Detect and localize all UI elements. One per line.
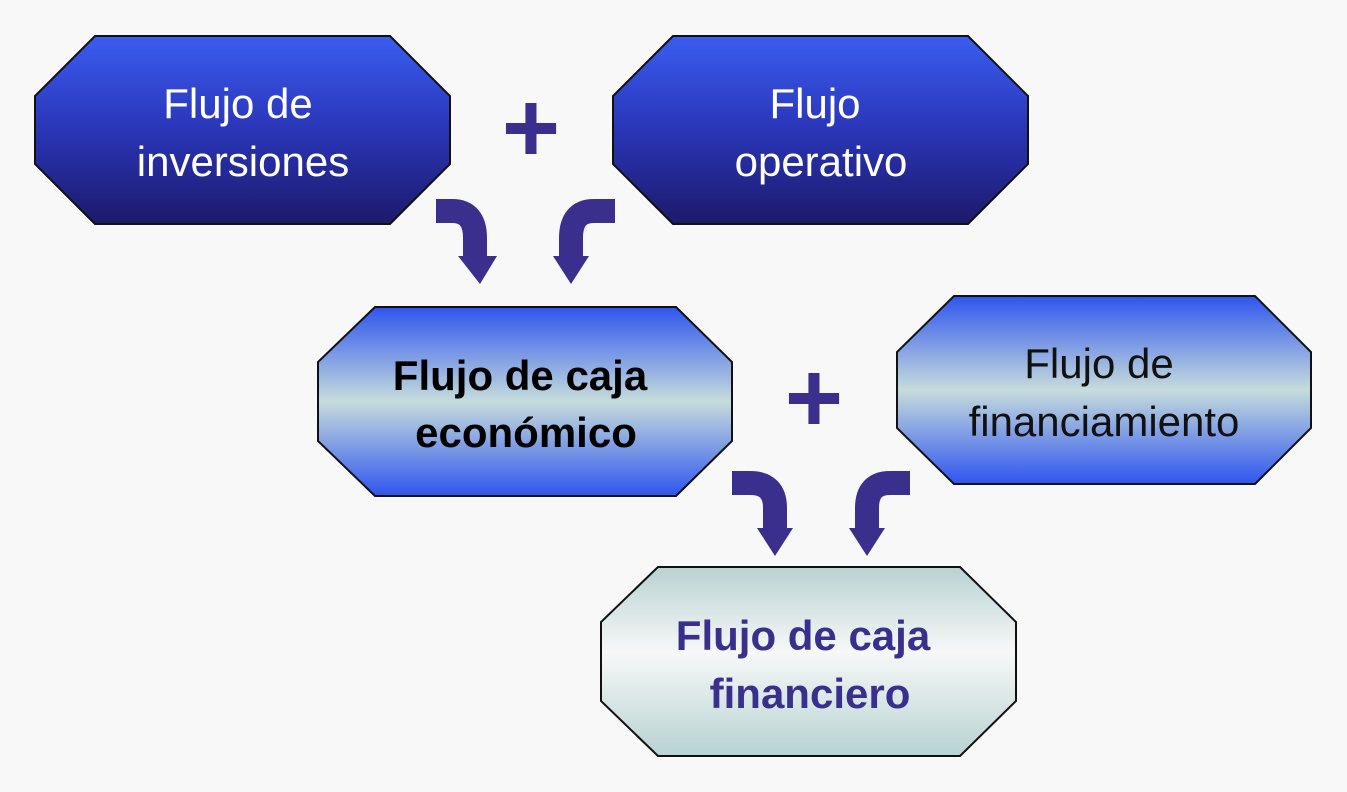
box-investment-flow: Flujo de inversiones: [34, 35, 451, 225]
box-financing-line2: financiamiento: [969, 398, 1240, 445]
box-investment-line1: Flujo de: [163, 80, 312, 127]
box-economic-line2: económico: [415, 409, 637, 456]
box-economic-line1: Flujo de caja: [393, 352, 648, 399]
box-economic-cash-flow: Flujo de caja económico: [317, 306, 733, 497]
arrow-left-down-icon: [849, 471, 910, 556]
arrow-right-down-icon: [732, 471, 793, 556]
box-financing-flow: Flujo de financiamiento: [896, 295, 1312, 485]
box-financial-line1: Flujo de caja: [676, 612, 931, 659]
box-operating-line1: Flujo: [769, 80, 860, 127]
arrow-right-down-icon: [436, 199, 497, 284]
plus-operator-2: +: [785, 342, 843, 454]
box-operating-line2: operativo: [735, 138, 908, 185]
box-financial-line2: financiero: [710, 670, 911, 717]
box-financing-line1: Flujo de: [1024, 340, 1173, 387]
box-investment-line2: inversiones: [137, 138, 349, 185]
arrow-left-down-icon: [553, 199, 615, 284]
plus-operator-1: +: [502, 72, 560, 184]
box-financial-cash-flow: Flujo de caja financiero: [600, 566, 1017, 757]
box-operating-flow: Flujo operativo: [612, 35, 1029, 225]
